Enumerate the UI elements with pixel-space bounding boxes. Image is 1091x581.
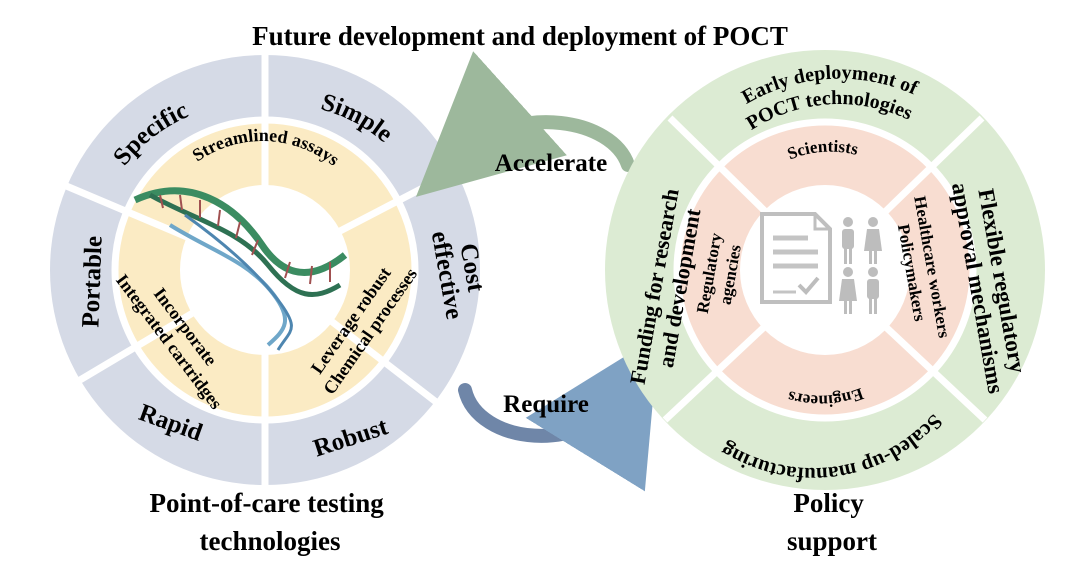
document-check-icon [760, 212, 832, 304]
left-ring-dividers [62, 50, 469, 490]
right-wheel: Early deployment of POCT technologies Fl… [605, 50, 1045, 556]
require-connector: Require [458, 335, 659, 492]
left-caption: Point-of-care testing technologies [150, 488, 391, 556]
accelerate-arrow-icon [415, 51, 635, 197]
accelerate-label: Accelerate [495, 150, 607, 177]
dna-helix-icon [133, 187, 348, 351]
left-label-portable: Portable [77, 235, 107, 328]
require-arrow-icon [458, 335, 659, 492]
left-wheel: Specific Simple Cost effective Robust Ra… [50, 50, 489, 556]
diagram-title: Future development and deployment of POC… [252, 21, 788, 51]
right-caption: Policy support [787, 488, 877, 556]
people-group-icon [839, 217, 882, 314]
require-label: Require [503, 391, 589, 418]
accelerate-connector: Accelerate [415, 51, 635, 197]
